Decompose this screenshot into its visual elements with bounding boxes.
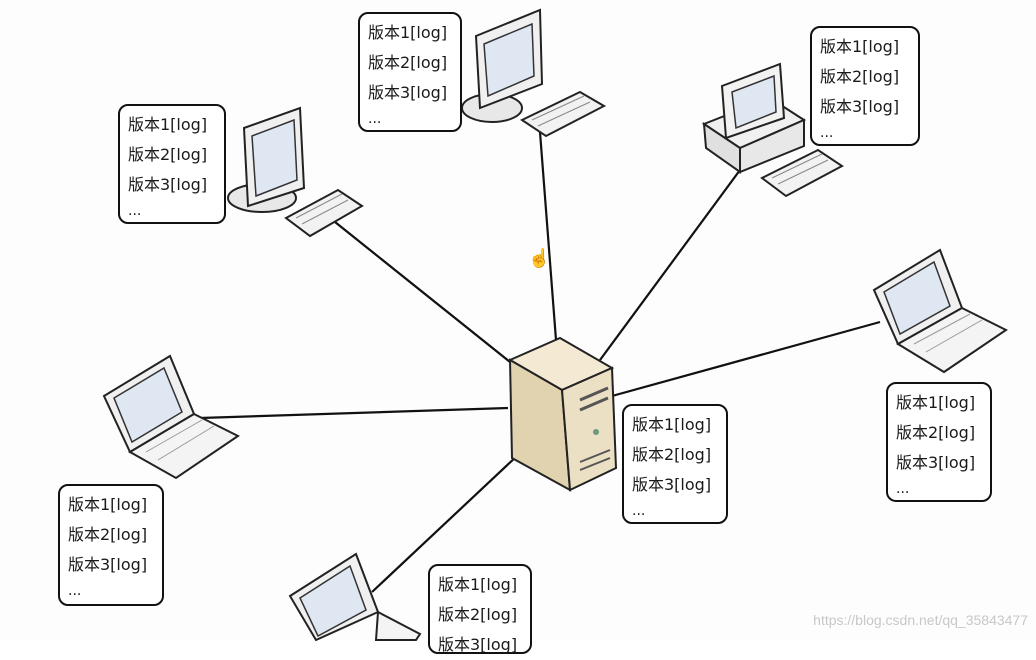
log-entry: 版本3[log] (128, 175, 208, 194)
connection-left-laptop (199, 406, 509, 420)
log-box-top-center: 版本1[log] 版本2[log] 版本3[log] ... (358, 12, 462, 132)
log-entry: 版本1[log] (820, 37, 900, 56)
log-entry: 版本1[log] (438, 575, 518, 594)
log-entry: 版本2[log] (632, 445, 712, 464)
monitor-icon (461, 8, 544, 123)
connections (199, 131, 881, 593)
log-entry: 版本1[log] (68, 495, 148, 514)
log-entry: 版本2[log] (896, 423, 976, 442)
log-ellipsis: ... (128, 203, 142, 219)
log-entry: 版本3[log] (632, 475, 712, 494)
log-entry: 版本2[log] (128, 145, 208, 164)
log-box-top-left: 版本1[log] 版本2[log] 版本3[log] ... (118, 104, 226, 224)
log-entry: 版本1[log] (896, 393, 976, 412)
log-entry: 版本3[log] (68, 555, 148, 574)
monitor-icon (227, 106, 306, 213)
desktop-computer-icon (701, 62, 807, 174)
log-ellipsis: ... (632, 503, 646, 519)
log-entry: 版本1[log] (632, 415, 712, 434)
log-entry: 版本2[log] (68, 525, 148, 544)
log-entry: 版本3[log] (820, 97, 900, 116)
keyboard-icon (760, 148, 844, 198)
laptop-icon (872, 248, 1008, 374)
laptop-icon (288, 552, 422, 642)
network-diagram: 版本1[log] 版本2[log] 版本3[log] ... 版本1[log] … (58, 8, 1028, 654)
log-box-top-right: 版本1[log] 版本2[log] 版本3[log] ... (810, 26, 920, 146)
log-ellipsis: ... (68, 583, 82, 599)
keyboard-icon (284, 188, 364, 238)
connection-top-left (329, 217, 511, 363)
log-box-server: 版本1[log] 版本2[log] 版本3[log] ... (622, 404, 728, 524)
log-entry: 版本2[log] (820, 67, 900, 86)
keyboard-icon (519, 90, 607, 138)
laptop-icon (102, 354, 240, 480)
log-box-bottom-laptop: 版本1[log] 版本2[log] 版本3[log] (428, 564, 532, 654)
log-entry: 版本3[log] (438, 635, 518, 654)
connection-bottom-laptop (371, 454, 519, 593)
connection-top-center (538, 131, 558, 341)
log-entry: 版本1[log] (368, 23, 448, 42)
connection-top-right (599, 169, 741, 361)
connection-right-laptop (611, 320, 881, 398)
server-icon (507, 336, 618, 492)
log-ellipsis: ... (368, 111, 382, 127)
log-entry: 版本1[log] (128, 115, 208, 134)
log-entry: 版本2[log] (368, 53, 448, 72)
diagram-canvas (102, 8, 1008, 642)
hand-cursor-icon: ☝ (528, 248, 551, 268)
log-entry: 版本3[log] (896, 453, 976, 472)
watermark-url: https://blog.csdn.net/qq_35843477 (813, 612, 1028, 628)
log-entry: 版本2[log] (438, 605, 518, 624)
log-box-right-laptop: 版本1[log] 版本2[log] 版本3[log] ... (886, 382, 992, 502)
log-ellipsis: ... (820, 125, 834, 141)
log-box-left-laptop: 版本1[log] 版本2[log] 版本3[log] ... (58, 484, 164, 606)
log-entry: 版本3[log] (368, 83, 448, 102)
log-ellipsis: ... (896, 481, 910, 497)
